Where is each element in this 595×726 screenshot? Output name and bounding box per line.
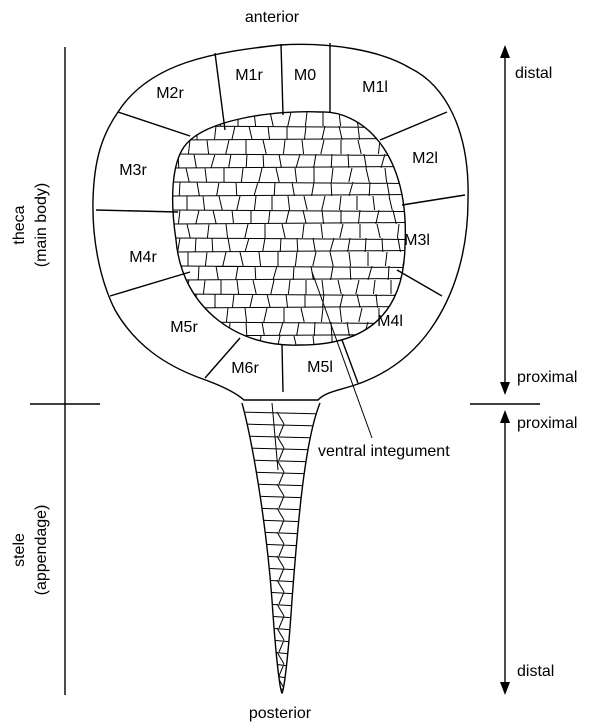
- lower-distal-label: distal: [517, 663, 554, 680]
- plate-label-m3l: M3l: [404, 232, 430, 249]
- theca-outline: [93, 44, 468, 400]
- plate-label-m0: M0: [294, 67, 316, 84]
- theca-label-group: theca (main body): [11, 183, 50, 267]
- plate-label-m4r: M4r: [129, 249, 157, 266]
- plate-label-m5r: M5r: [170, 319, 198, 336]
- ventral-integument-platelets: [168, 111, 412, 365]
- anterior-label: anterior: [245, 9, 300, 26]
- integument-label: ventral integument: [318, 443, 450, 460]
- plate-label-m1r: M1r: [235, 67, 263, 84]
- plate-label-m6r: M6r: [231, 360, 259, 377]
- upper-proximal-label: proximal: [517, 369, 577, 386]
- stele-ossicles: [238, 412, 324, 700]
- theca-sub-label: (main body): [33, 183, 50, 267]
- marginal-sutures: [96, 43, 465, 392]
- stele-outline: [242, 403, 320, 693]
- plate-label-m3r: M3r: [119, 162, 147, 179]
- stele-sub-label: (appendage): [33, 505, 50, 596]
- plate-label-m4l: M4l: [377, 313, 403, 330]
- upper-distal-label: distal: [515, 65, 552, 82]
- posterior-label: posterior: [249, 705, 312, 722]
- plate-label-m2r: M2r: [156, 85, 184, 102]
- platelet-mesh: [168, 111, 412, 365]
- theca-label: theca: [11, 205, 28, 244]
- plate-label-m2l: M2l: [412, 150, 438, 167]
- stele-label-group: stele (appendage): [11, 505, 50, 596]
- plate-label-m1l: M1l: [362, 79, 388, 96]
- lower-axis-arrow: [500, 410, 510, 695]
- ossicle-mesh: [238, 412, 324, 700]
- lower-proximal-label: proximal: [517, 415, 577, 432]
- upper-axis-arrow: [500, 45, 510, 395]
- plate-label-m5l: M5l: [307, 359, 333, 376]
- stele-label: stele: [11, 533, 28, 567]
